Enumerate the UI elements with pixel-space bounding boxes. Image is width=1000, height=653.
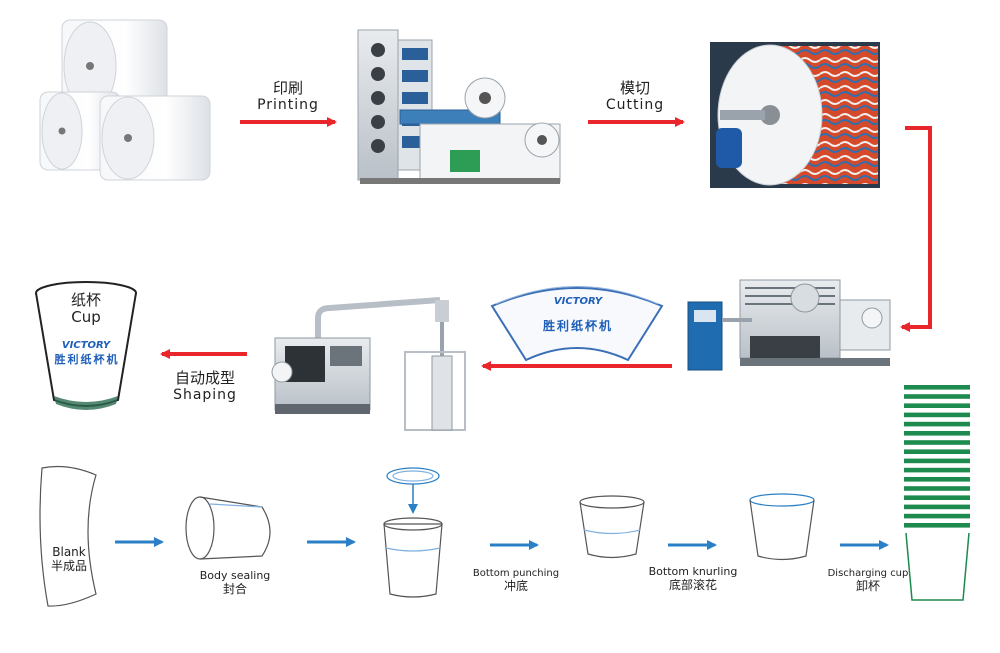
step-discharging-zh: 卸杯 xyxy=(855,578,880,593)
step-bottom-knurling-en: Bottom knurling xyxy=(648,565,738,578)
fan-brand-logo: VICTORY xyxy=(553,296,603,307)
cup-brand-char-2: 利 xyxy=(67,353,79,366)
cup-brand-logo: VICTORY xyxy=(61,340,111,351)
cup-stack-stripe xyxy=(904,495,970,500)
step-discharging-label: Discharging cup 卸杯 xyxy=(818,568,918,593)
cup-stack-stripe xyxy=(904,421,970,427)
cup-brand-char-1: 胜 xyxy=(54,353,66,366)
step-blank-shape xyxy=(39,465,97,607)
step-blank-zh: 半成品 xyxy=(50,558,87,573)
cup-brand-char-5: 机 xyxy=(106,353,118,366)
cup-stack-stripe xyxy=(904,440,970,445)
step-discharging-en: Discharging cup xyxy=(827,568,909,579)
fan-brand-name: 胜利纸杯机 xyxy=(542,319,613,333)
label-cutting: 模切 Cutting xyxy=(595,79,675,114)
cup-stack-stripe xyxy=(904,385,970,390)
paper-rolls-image xyxy=(39,19,211,181)
label-cup-en: Cup xyxy=(71,308,101,327)
label-shaping-zh: 自动成型 xyxy=(174,369,235,387)
cup-stack-stripe xyxy=(904,504,970,510)
label-cutting-en: Cutting xyxy=(605,97,665,114)
label-shaping: 自动成型 Shaping xyxy=(160,369,250,404)
step-discharging-shape xyxy=(749,493,815,561)
step-bottom-punching-en: Bottom punching xyxy=(472,568,560,579)
step-bottom-knurling-shape xyxy=(579,495,645,559)
step-bottom-knurling-zh: 底部滚花 xyxy=(668,577,717,592)
step-blank-label: Blank 半成品 xyxy=(44,545,94,574)
die-cutting-machine-image xyxy=(687,279,891,371)
printed-roll-image xyxy=(710,42,880,188)
cup-stack-stripe xyxy=(904,513,970,519)
cup-brand-name-vertical: 胜 利 纸 杯 机 xyxy=(54,353,118,367)
cup-stack-stripe xyxy=(904,394,970,399)
label-printing-zh: 印刷 xyxy=(272,79,303,97)
step-body-sealing-en: Body sealing xyxy=(199,569,271,582)
step-body-sealing-label: Body sealing 封合 xyxy=(180,569,290,596)
cup-stack-stripe xyxy=(904,486,970,491)
step-bottom-punching-label: Bottom punching 冲底 xyxy=(466,568,566,593)
step-body-sealing-zh: 封合 xyxy=(222,581,247,596)
cup-brand-char-3: 纸 xyxy=(80,353,92,366)
cup-stack-stripe xyxy=(904,458,970,464)
cup-stack-stripe xyxy=(904,477,970,482)
label-printing-en: Printing xyxy=(257,97,319,114)
finished-cup-image xyxy=(35,281,137,410)
cup-stack-stripe xyxy=(904,431,970,436)
cup-brand-char-4: 杯 xyxy=(93,353,105,366)
step-bottom-knurling-label: Bottom knurling 底部滚花 xyxy=(638,565,748,592)
printing-machine-image xyxy=(357,29,561,184)
label-cutting-zh: 模切 xyxy=(619,79,650,97)
cup-stack-stripe xyxy=(904,412,970,418)
label-shaping-en: Shaping xyxy=(173,387,237,404)
step-bottom-punching-shape xyxy=(383,467,443,598)
arrow-to-die-cutter xyxy=(900,126,932,332)
cup-stack-stripe xyxy=(904,449,970,454)
step-blank-en: Blank xyxy=(52,545,86,559)
cup-stack-stripe xyxy=(904,523,970,528)
cup-forming-machine-image xyxy=(271,297,466,431)
step-bottom-punching-zh: 冲底 xyxy=(503,578,528,593)
fan-blank-image xyxy=(490,286,664,362)
label-printing: 印刷 Printing xyxy=(248,79,328,114)
cup-stack-stripe xyxy=(904,467,970,473)
cup-stack-image xyxy=(904,385,970,601)
step-body-sealing-shape xyxy=(185,496,271,560)
label-cup: 纸杯 Cup xyxy=(56,291,116,327)
cup-stack-stripe xyxy=(904,403,970,408)
label-cup-zh: 纸杯 xyxy=(70,291,101,309)
